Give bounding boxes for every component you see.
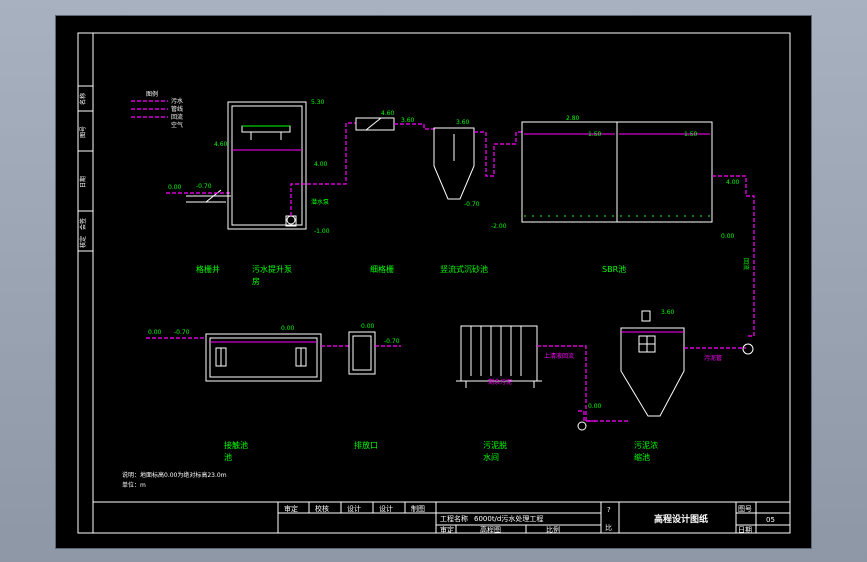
svg-text:0.00: 0.00 bbox=[148, 329, 162, 336]
tb-date-label: 日期 bbox=[738, 526, 752, 534]
unit-label-u5: SBR池 bbox=[602, 264, 626, 274]
svg-text:4.60: 4.60 bbox=[214, 141, 228, 148]
tb-cell-4: 制图 bbox=[411, 504, 425, 513]
unit-label-u7: 排放口 bbox=[354, 440, 378, 450]
contact-tank: 0.00 -0.70 0.00 bbox=[146, 325, 351, 382]
svg-text:0.00: 0.00 bbox=[168, 184, 182, 191]
strip-text-1: 图号 bbox=[80, 126, 87, 138]
title-block: 审定 校核 设计 设计 制图 工程名称 6000t/d污水处理工程 审定 高程图… bbox=[92, 501, 791, 534]
svg-text:0.00: 0.00 bbox=[721, 233, 735, 240]
sludge-thickener: 污泥管 0.00 3.60 bbox=[576, 309, 754, 431]
unit-label-u6-line2: 池 bbox=[224, 452, 232, 462]
svg-text:-0.70: -0.70 bbox=[174, 329, 190, 336]
svg-text:1.50: 1.50 bbox=[684, 131, 698, 138]
sbr-basin: 2.80 1.50 1.50 -2.00 4.00 0.00 回流 bbox=[491, 115, 755, 337]
svg-text:-0.70: -0.70 bbox=[384, 338, 400, 345]
tb-cell-1: 校核 bbox=[315, 504, 329, 513]
legend-item-3: 空气 bbox=[171, 121, 183, 129]
inner-frame bbox=[92, 32, 791, 534]
dewatering-house: 剩余污泥 上清液回流 bbox=[456, 325, 628, 422]
unit-label-u3: 细格栅 bbox=[370, 264, 394, 274]
tb-drawing-title: 高程设计图纸 bbox=[654, 513, 708, 525]
pump-house: 潜水泵 5.30 4.60 4.00 -1.00 bbox=[214, 99, 356, 235]
unit-label-u2: 污水提升泵 bbox=[252, 264, 292, 274]
svg-text:-0.70: -0.70 bbox=[464, 201, 480, 208]
tb-sub-2: 比例 bbox=[546, 525, 560, 534]
svg-text:1.50: 1.50 bbox=[588, 131, 602, 138]
tb-project-label: 工程名称 bbox=[440, 514, 468, 523]
svg-text:3.60: 3.60 bbox=[661, 309, 675, 316]
outer-frame bbox=[77, 32, 791, 534]
svg-text:4.00: 4.00 bbox=[314, 161, 328, 168]
svg-text:3.60: 3.60 bbox=[401, 117, 415, 124]
left-binding-strip: 名称 图号 日期 会签 核定 bbox=[78, 85, 93, 252]
svg-text:0.00: 0.00 bbox=[588, 403, 602, 410]
svg-text:-0.70: -0.70 bbox=[196, 183, 212, 190]
svg-text:潜水泵: 潜水泵 bbox=[311, 198, 329, 206]
legend-item-0: 污水 bbox=[171, 97, 183, 105]
svg-text:0.00: 0.00 bbox=[361, 323, 375, 330]
svg-text:0.00: 0.00 bbox=[281, 325, 295, 332]
svg-text:上清液回流: 上清液回流 bbox=[544, 352, 574, 360]
strip-text-3: 会签 bbox=[79, 218, 87, 230]
notes-line-1: 说明：地面标高0.00为绝对标高23.0m bbox=[122, 471, 227, 479]
outfall: 0.00 -0.70 bbox=[348, 323, 401, 375]
unit-label-u1: 格栅井 bbox=[196, 264, 220, 274]
svg-text:3.60: 3.60 bbox=[456, 119, 470, 126]
legend-item-1: 管线 bbox=[171, 105, 183, 113]
legend-title: 图例 bbox=[146, 90, 158, 98]
svg-text:-2.00: -2.00 bbox=[491, 223, 507, 230]
tb-sub-1: 高程图 bbox=[480, 525, 501, 534]
unit-label-u2-line2: 房 bbox=[252, 276, 260, 286]
strip-text-0: 名称 bbox=[79, 93, 87, 105]
unit-label-u4: 竖流式沉砂池 bbox=[440, 264, 488, 274]
notes-line-2: 单位：m bbox=[122, 481, 146, 489]
tb-question: ? bbox=[607, 506, 611, 514]
svg-text:-1.00: -1.00 bbox=[314, 228, 330, 235]
tb-cell-3: 设计 bbox=[379, 504, 393, 513]
svg-text:4.60: 4.60 bbox=[381, 110, 395, 117]
legend: 图例 污水 管线 回流 空气 bbox=[131, 90, 183, 129]
strip-text-2: 日期 bbox=[79, 176, 87, 188]
svg-text:回流: 回流 bbox=[742, 258, 750, 270]
strip-text-4: 核定 bbox=[79, 236, 87, 248]
tb-sheet-label: 图号 bbox=[738, 505, 752, 513]
cad-drawing: 名称 图号 日期 会签 核定 图例 污水 管线 回流 空气 0.00 -0.70 bbox=[77, 32, 791, 534]
tb-sub-0: 审定 bbox=[440, 525, 454, 534]
tb-cell-2: 设计 bbox=[347, 504, 361, 513]
unit-label-u8: 污泥脱 bbox=[483, 440, 507, 450]
screen-well: 0.00 -0.70 bbox=[166, 183, 231, 203]
grit-chamber: 3.60 -0.70 bbox=[433, 119, 522, 208]
svg-text:2.80: 2.80 bbox=[566, 115, 580, 122]
svg-text:剩余污泥: 剩余污泥 bbox=[488, 378, 512, 386]
unit-label-u9-line2: 缩池 bbox=[634, 452, 650, 462]
cad-viewport[interactable]: 名称 图号 日期 会签 核定 图例 污水 管线 回流 空气 0.00 -0.70 bbox=[55, 15, 812, 549]
svg-text:5.30: 5.30 bbox=[311, 99, 325, 106]
legend-item-2: 回流 bbox=[171, 113, 183, 121]
svg-text:4.00: 4.00 bbox=[726, 179, 740, 186]
svg-text:污泥管: 污泥管 bbox=[704, 354, 722, 362]
unit-label-u6: 接触池 bbox=[224, 440, 248, 450]
unit-label-u9: 污泥浓 bbox=[634, 440, 658, 450]
tb-project-name: 6000t/d污水处理工程 bbox=[474, 514, 543, 523]
fine-screen: 4.60 3.60 bbox=[355, 110, 436, 131]
unit-label-u8-line2: 水间 bbox=[483, 452, 499, 462]
tb-scale-word: 比 bbox=[605, 523, 612, 532]
tb-sheet-no: 05 bbox=[766, 516, 775, 524]
tb-cell-0: 审定 bbox=[284, 504, 298, 513]
